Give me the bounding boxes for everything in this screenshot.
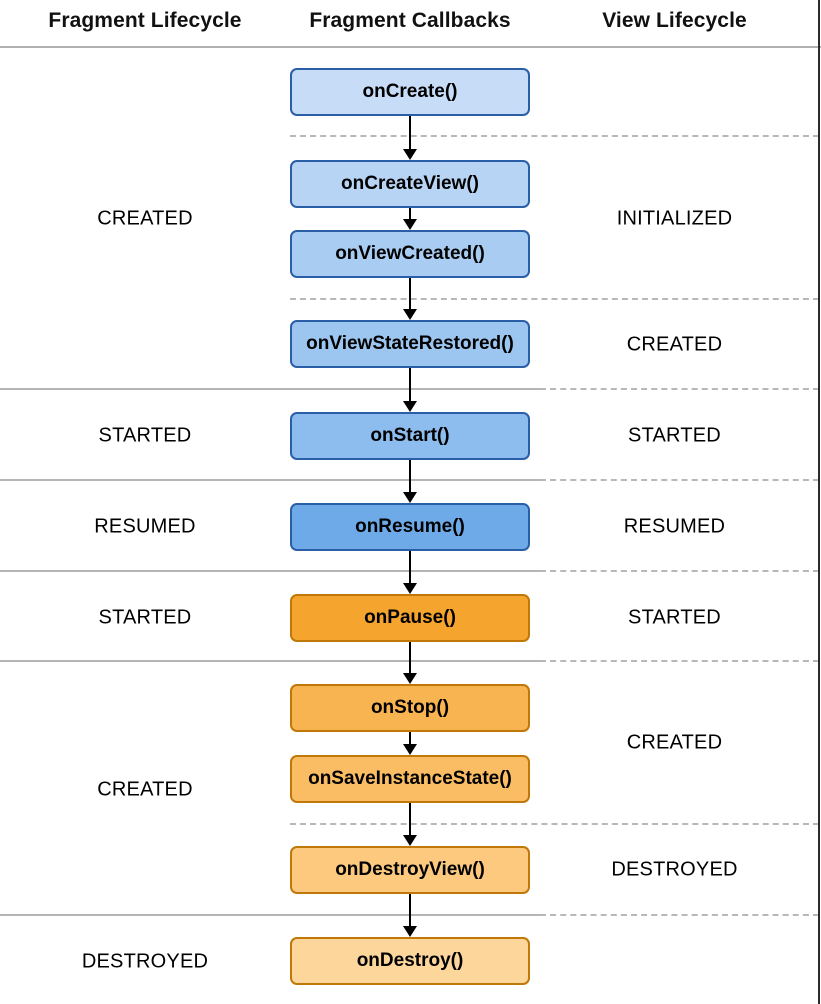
callback-label: onPause() — [364, 607, 456, 628]
callback-box-on-resume[interactable]: onResume() — [290, 503, 530, 551]
separator-solid-segment — [0, 479, 540, 481]
separator-line — [0, 298, 821, 300]
state-label-view-state-created-1: CREATED — [626, 333, 723, 356]
state-label-fragment-state-resumed: RESUMED — [94, 515, 196, 538]
separator-dashed-segment — [290, 135, 819, 137]
separator-dashed-segment — [290, 823, 819, 825]
separator-line — [0, 570, 821, 572]
separator-dashed-segment — [540, 660, 819, 662]
separator-dashed-segment — [290, 298, 819, 300]
callback-box-on-create[interactable]: onCreate() — [290, 68, 530, 116]
callback-label: onCreate() — [362, 81, 458, 102]
state-label-view-state-destroyed: DESTROYED — [611, 858, 738, 881]
separator-solid-segment — [0, 388, 540, 390]
callback-box-on-view-created[interactable]: onViewCreated() — [290, 230, 530, 278]
state-label-fragment-state-destroyed: DESTROYED — [81, 950, 209, 973]
state-label-fragment-state-started-2: STARTED — [98, 606, 192, 629]
column-header-fragment-callbacks: Fragment Callbacks — [309, 9, 511, 32]
flow-arrow-icon — [403, 642, 417, 684]
callback-label: onDestroy() — [356, 950, 464, 971]
callback-label: onStart() — [370, 425, 450, 446]
callback-label: onSaveInstanceState() — [308, 768, 512, 789]
separator-line — [0, 660, 821, 662]
separator-dashed-segment — [540, 388, 819, 390]
callback-box-on-destroy[interactable]: onDestroy() — [290, 937, 530, 985]
column-header-row: Fragment Lifecycle Fragment Callbacks Vi… — [0, 0, 821, 48]
state-label-fragment-state-created-1: CREATED — [97, 207, 193, 230]
column-header-fragment-lifecycle: Fragment Lifecycle — [48, 9, 242, 32]
callback-box-on-create-view[interactable]: onCreateView() — [290, 160, 530, 208]
flow-arrow-icon — [403, 460, 417, 503]
callback-label: onViewStateRestored() — [306, 333, 514, 354]
callback-box-on-view-state-restored[interactable]: onViewStateRestored() — [290, 320, 530, 368]
callback-label: onDestroyView() — [335, 859, 485, 880]
separator-line — [0, 823, 821, 825]
separator-solid-segment — [0, 660, 540, 662]
flow-arrow-icon — [403, 803, 417, 846]
separator-line — [0, 388, 821, 390]
callback-label: onResume() — [355, 516, 465, 537]
separator-line — [0, 135, 821, 137]
separator-dashed-segment — [540, 914, 819, 916]
column-header-view-lifecycle: View Lifecycle — [602, 9, 747, 32]
state-label-view-state-created-2: CREATED — [626, 731, 723, 754]
callback-label: onViewCreated() — [335, 243, 485, 264]
flow-arrow-icon — [403, 732, 417, 755]
callback-box-on-stop[interactable]: onStop() — [290, 684, 530, 732]
state-label-view-state-started-2: STARTED — [628, 606, 721, 629]
state-label-view-state-initialized: INITIALIZED — [616, 207, 733, 230]
flow-arrow-icon — [403, 894, 417, 937]
flow-arrow-icon — [403, 368, 417, 412]
separator-dashed-segment — [540, 479, 819, 481]
state-label-view-state-started-1: STARTED — [628, 424, 721, 447]
callback-box-on-pause[interactable]: onPause() — [290, 594, 530, 642]
callback-label: onStop() — [370, 697, 450, 718]
flow-arrow-icon — [403, 208, 417, 230]
separator-dashed-segment — [540, 570, 819, 572]
callback-box-on-start[interactable]: onStart() — [290, 412, 530, 460]
state-label-view-state-resumed: RESUMED — [623, 515, 726, 538]
flow-arrow-icon — [403, 116, 417, 160]
separator-line — [0, 479, 821, 481]
state-label-fragment-state-created-2: CREATED — [97, 778, 193, 801]
flow-arrow-icon — [403, 551, 417, 594]
callback-box-on-save-instance-state[interactable]: onSaveInstanceState() — [290, 755, 530, 803]
state-label-fragment-state-started-1: STARTED — [98, 424, 192, 447]
callback-box-on-destroy-view[interactable]: onDestroyView() — [290, 846, 530, 894]
separator-solid-segment — [0, 914, 540, 916]
separator-line — [0, 914, 821, 916]
right-edge-border — [818, 0, 820, 1004]
header-divider — [0, 46, 821, 48]
flow-arrow-icon — [403, 278, 417, 320]
separator-solid-segment — [0, 570, 540, 572]
callback-label: onCreateView() — [341, 173, 479, 194]
